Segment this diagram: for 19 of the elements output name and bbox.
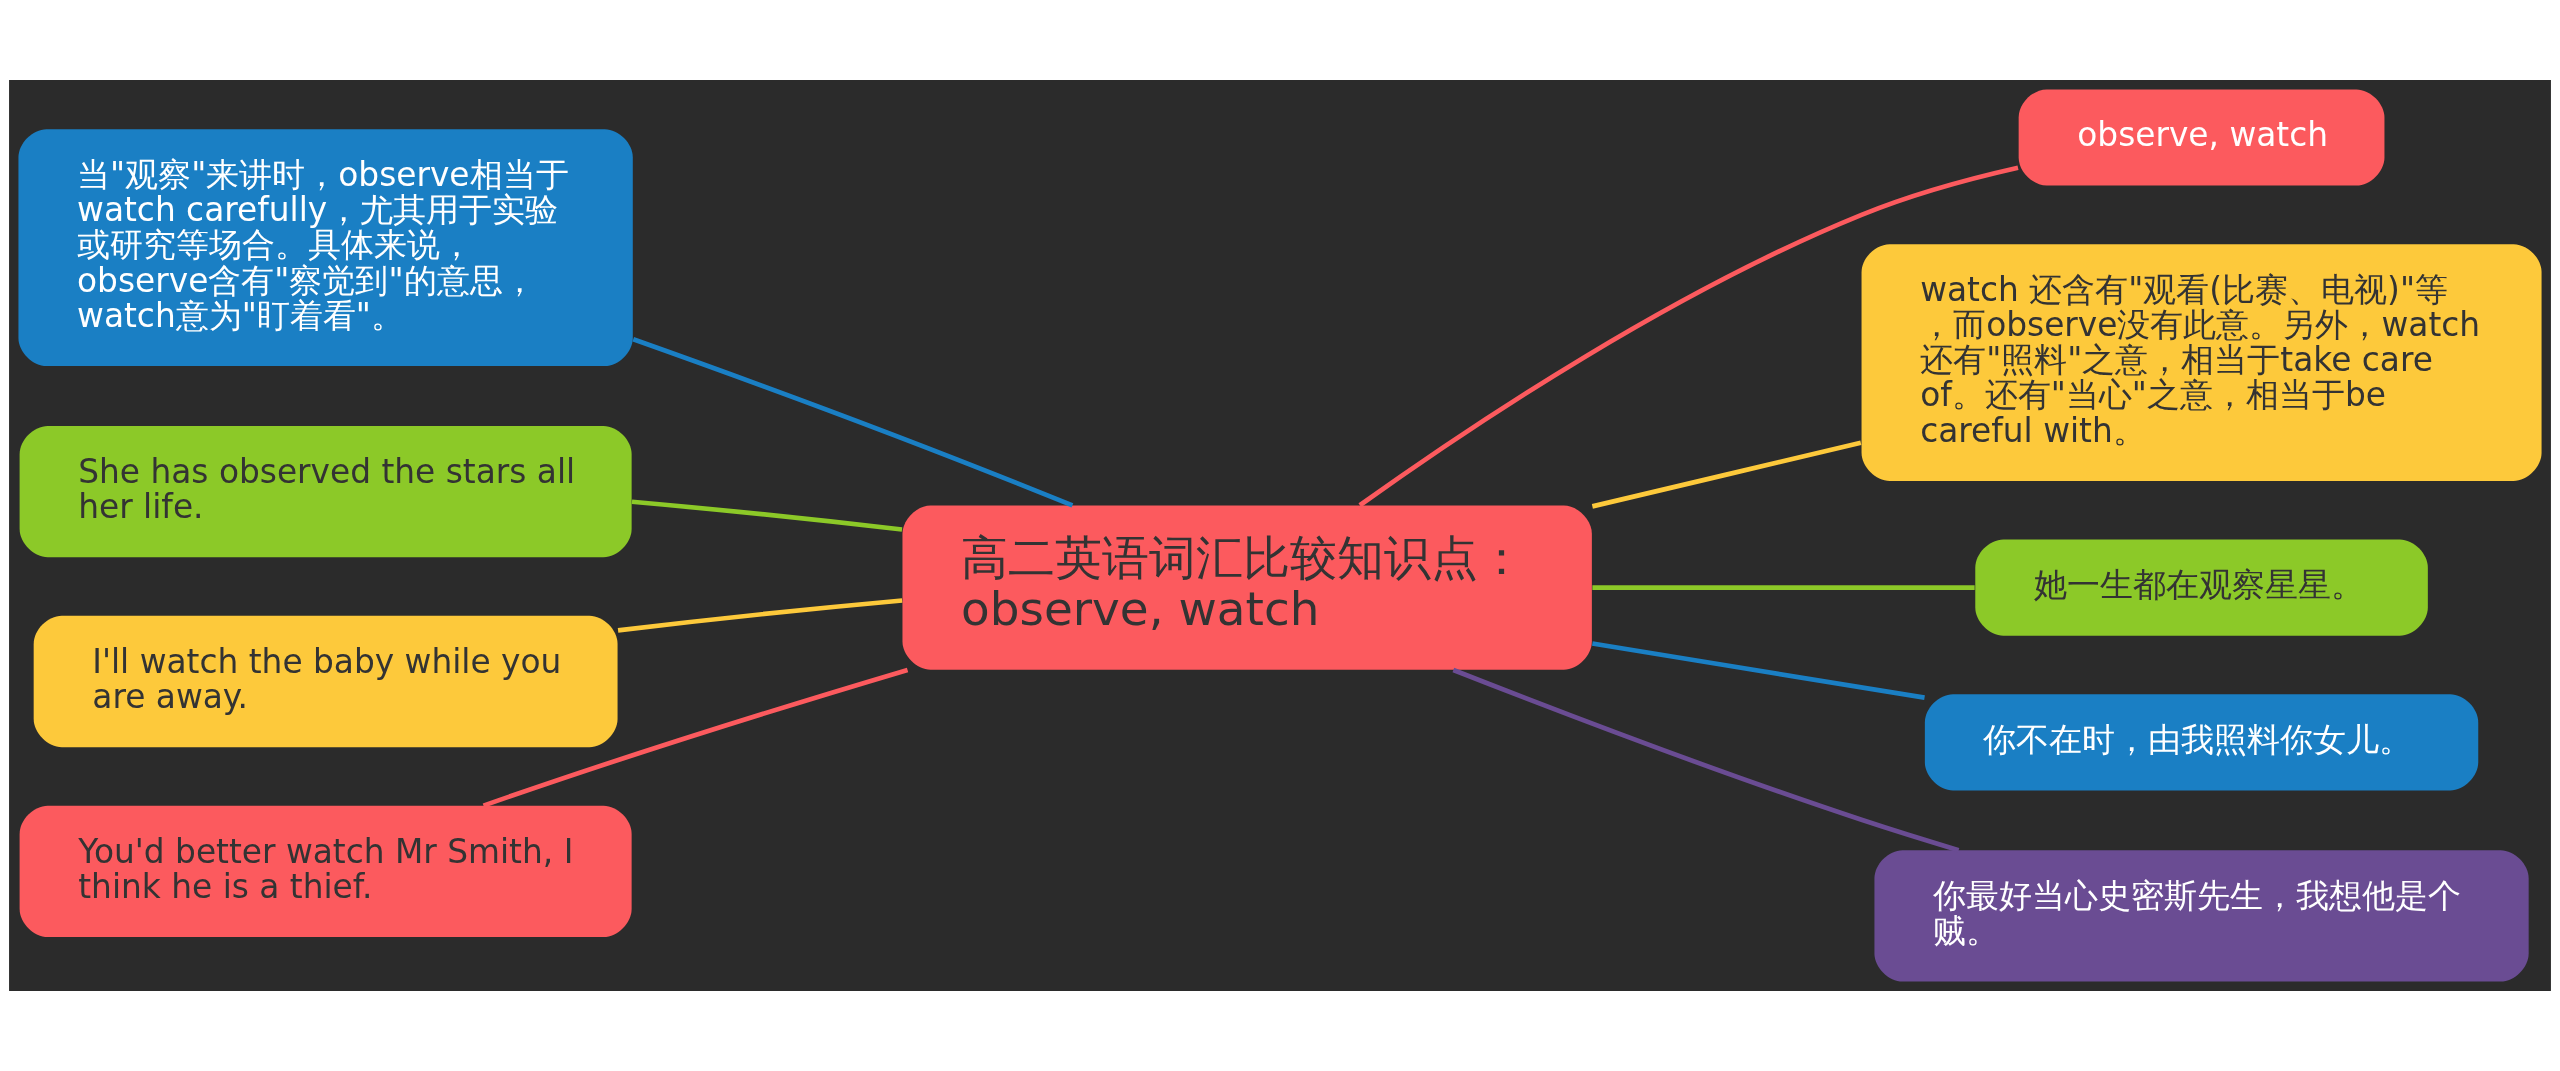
node-box: 当"观察"来讲时，observe相当于watch carefully，尤其用于实验或研究等场合。具体来说，observe含有"察觉到"的意思，watch意为"盯着看"。 bbox=[18, 129, 633, 367]
node-box: She has observed the stars all her life. bbox=[19, 425, 632, 558]
node-box: 你最好当心史密斯先生，我想他是个贼。 bbox=[1874, 850, 2529, 982]
connector bbox=[1358, 165, 2019, 508]
node-box: 高二英语词汇比较知识点：observe, watch bbox=[902, 505, 1592, 670]
connector bbox=[1592, 641, 1925, 700]
node-box: 她一生都在观察星星。 bbox=[1975, 539, 2428, 636]
node-box: 你不在时，由我照料你女儿。 bbox=[1924, 694, 2479, 791]
node-box: observe, watch bbox=[2018, 89, 2385, 186]
connector bbox=[1592, 585, 1975, 590]
node-box: You'd better watch Mr Smith, I think he is a thief. bbox=[19, 805, 632, 938]
connector bbox=[631, 499, 903, 532]
node-box: watch 还含有"观看(比赛、电视)"等，而observe没有此意。另外，watch还有"照料"之意，相当于take care of。还有"当心"之意，相当于be careful with。 bbox=[1861, 244, 2542, 481]
connector bbox=[1452, 667, 1960, 853]
connector bbox=[632, 336, 1074, 508]
connector bbox=[482, 667, 909, 808]
connector bbox=[1591, 440, 1862, 509]
connector bbox=[617, 598, 903, 633]
node-box: I'll watch the baby while you are away. bbox=[33, 615, 618, 748]
